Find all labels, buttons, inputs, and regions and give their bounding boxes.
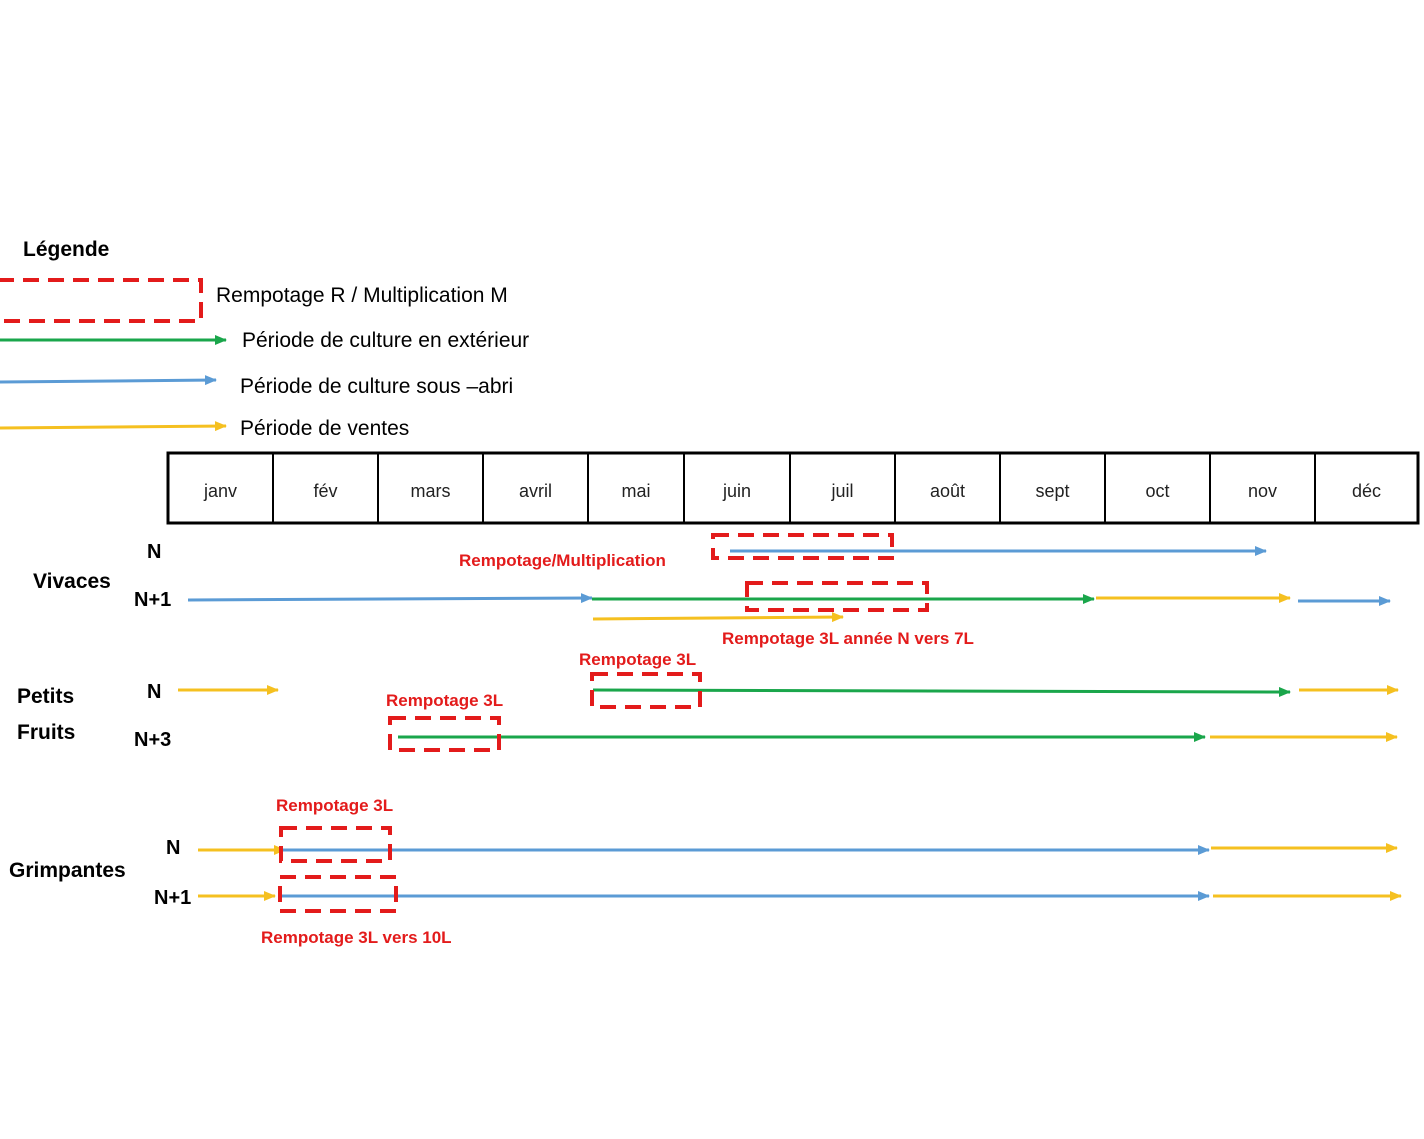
annotation-repot-3l-10l: Rempotage 3L vers 10L <box>261 928 452 947</box>
group-label-fruits: Fruits <box>17 721 76 744</box>
month-cell: janv <box>203 481 238 501</box>
annotation-repot-3l-fruits-n: Rempotage 3L <box>579 650 697 669</box>
month-cell: juin <box>722 481 752 501</box>
annotation-repot-3l-fruits-n3: Rempotage 3L <box>386 691 504 710</box>
legend-sales-arrow <box>0 421 227 432</box>
legend-outdoor-label: Période de culture en extérieur <box>242 329 530 352</box>
month-cell: avril <box>518 481 552 501</box>
month-cell: oct <box>1145 481 1170 501</box>
row-label-grimpantes-n1: N+1 <box>154 887 192 909</box>
annotation-repot-3l-grimpantes-n: Rempotage 3L <box>276 796 394 815</box>
row-label-fruits-n: N <box>147 681 162 703</box>
fruits-n-outdoor-arrow <box>592 686 1291 697</box>
month-dividers <box>272 453 1316 523</box>
row-label-fruits-n3: N+3 <box>134 729 172 751</box>
legend-repot-label: Rempotage R / Multiplication M <box>216 284 508 307</box>
fruits-n-repot-box <box>590 672 702 709</box>
grimpantes-n1-repot-box <box>278 875 398 913</box>
month-table <box>166 451 1420 525</box>
annotation-repot-3l-7l: Rempotage 3L année N vers 7L <box>722 629 974 648</box>
month-cell: août <box>929 481 966 501</box>
group-label-vivaces: Vivaces <box>33 570 111 593</box>
month-cell: déc <box>1351 481 1382 501</box>
row-label-vivaces-n1: N+1 <box>134 589 172 611</box>
vivaces-n1-repot-box <box>745 581 929 612</box>
row-label-vivaces-n: N <box>147 541 162 563</box>
vivaces-n1-shelter-arrow <box>187 593 593 604</box>
vivaces-n1-sales-arrow-early <box>592 612 844 623</box>
month-cell: juil <box>831 481 854 501</box>
group-label-grimpantes: Grimpantes <box>9 859 126 882</box>
month-cell: sept <box>1035 481 1070 501</box>
month-cell: mars <box>410 481 451 501</box>
row-label-grimpantes-n: N <box>166 837 181 859</box>
legend-title: Légende <box>23 238 110 261</box>
legend-sales-label: Période de ventes <box>240 417 410 440</box>
month-cell: mai <box>621 481 651 501</box>
month-cell: nov <box>1247 481 1278 501</box>
legend-repot-swatch <box>0 278 203 323</box>
grimpantes-n-repot-box <box>279 826 392 863</box>
fruits-n3-repot-box <box>388 716 501 752</box>
legend-shelter-arrow <box>0 375 217 386</box>
vivaces-n-repot-box <box>711 533 894 560</box>
annotation-repot-multiplication: Rempotage/Multiplication <box>459 551 666 570</box>
month-cell: fév <box>313 481 338 501</box>
legend-shelter-label: Période de culture sous –abri <box>240 375 514 398</box>
group-label-petits: Petits <box>17 685 75 708</box>
